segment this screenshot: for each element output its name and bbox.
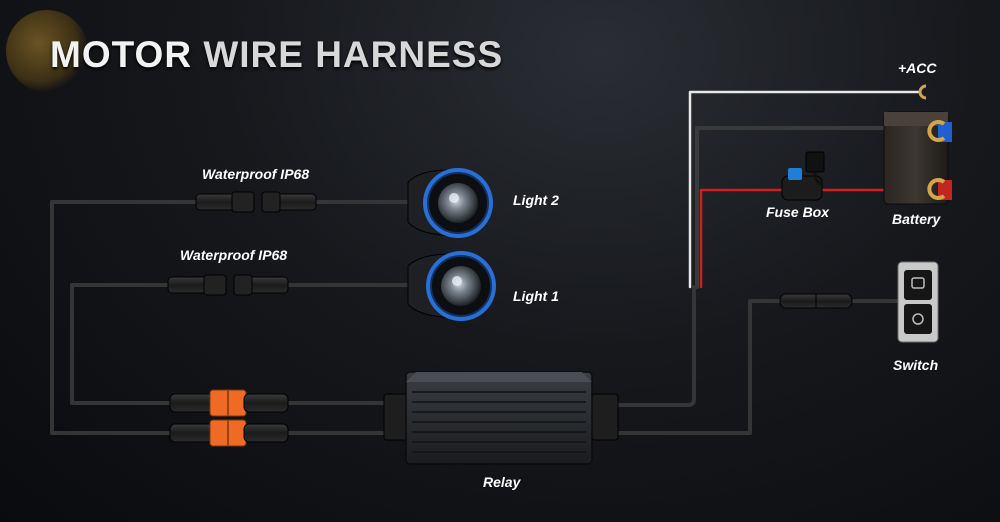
orange-connector-top [169, 389, 289, 417]
light-1-lamp [407, 251, 496, 321]
wire-acc-white [688, 90, 920, 289]
switch-connector [779, 293, 853, 309]
wire-light1-loop [70, 283, 174, 405]
fuse-box [781, 151, 825, 201]
title-part-wire-harness: WIRE HARNESS [203, 34, 504, 75]
light-2-lamp [407, 168, 493, 238]
wire-relay-to-switch [616, 299, 784, 435]
light-1-label: Light 1 [513, 288, 559, 304]
fuse-box-label: Fuse Box [766, 204, 830, 220]
switch-label: Switch [893, 357, 939, 373]
page-title: MOTOR WIRE HARNESS [50, 34, 503, 76]
acc-label: +ACC [898, 60, 937, 76]
rocker-switch [897, 261, 939, 343]
wire-relay-to-power [616, 285, 696, 407]
wire-light2-loop [50, 200, 200, 435]
relay-box [383, 371, 619, 465]
waterproof-connector-top [195, 191, 317, 213]
waterproof-label-bottom: Waterproof IP68 [180, 247, 288, 263]
relay-label: Relay [483, 474, 521, 490]
light-2-label: Light 2 [513, 192, 559, 208]
battery-label: Battery [892, 211, 941, 227]
title-part-motor: MOTOR [50, 34, 193, 75]
title-glow-decoration [6, 10, 88, 92]
battery [883, 111, 952, 205]
wire-fuse-red [699, 188, 784, 289]
waterproof-connector-bottom [167, 274, 289, 296]
waterproof-label-top: Waterproof IP68 [202, 166, 310, 182]
acc-terminal [918, 84, 927, 100]
wires [50, 90, 932, 435]
orange-connector-bottom [169, 419, 289, 447]
wire-battery-black [695, 126, 932, 289]
